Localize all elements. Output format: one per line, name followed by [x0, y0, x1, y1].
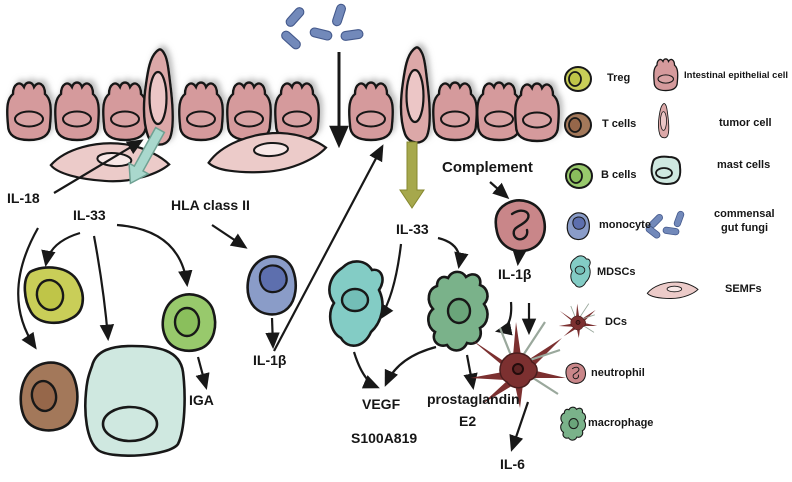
- arrow-il1b-curve-to-dc: [494, 301, 513, 336]
- legend-label-dcs: DCs: [605, 316, 628, 328]
- label-s100a819: S100A819: [351, 430, 418, 446]
- legend-label-b-cells: B cells: [601, 169, 637, 181]
- mast-cell: [84, 344, 186, 457]
- label-prostaglandin: prostaglandin: [427, 391, 520, 407]
- arrow-il33-to-treg: [41, 231, 81, 268]
- tumor-cell-icon: [657, 103, 670, 139]
- legend-label-mdscs: MDSCs: [597, 266, 636, 278]
- tumor-cell-right: [399, 46, 431, 144]
- t-cell: [19, 361, 79, 432]
- arrow-bcell-to-iga: [195, 356, 210, 390]
- label-il1b-left: IL-1β: [253, 352, 287, 368]
- monocyte-cell: [246, 255, 298, 316]
- legend-label-macrophage: macrophage: [588, 417, 654, 429]
- arrow-il1b-to-epithelium: [273, 144, 384, 352]
- arrow-il33-to-macrophage: [437, 236, 469, 270]
- epithelium-right: [348, 46, 560, 144]
- gut-fungi-icon: [279, 2, 365, 52]
- label-il1b-right: IL-1β: [498, 266, 532, 282]
- teal-arrow: [128, 126, 166, 185]
- arrow-hla-to-monocyte: [211, 224, 248, 249]
- label-il33-right: IL-33: [396, 221, 429, 237]
- b-cell-icon: [565, 163, 593, 189]
- legend-label-commensal: commensal: [714, 208, 775, 220]
- arrows: [17, 52, 537, 452]
- macrophage-icon: [560, 406, 587, 441]
- label-hla-class-ii: HLA class II: [171, 197, 250, 213]
- legend-label-epithelial-cell: Intestinal epithelial cell: [684, 70, 789, 81]
- label-il33-left: IL-33: [73, 207, 106, 223]
- label-il18: IL-18: [7, 190, 40, 206]
- treg-cell: [23, 266, 85, 325]
- macrophage-cell: [427, 270, 489, 352]
- legend-label-mast-cells: mast cells: [717, 159, 771, 171]
- arrow-dc-to-il6: [509, 401, 530, 452]
- legend-label-treg: Treg: [607, 72, 631, 84]
- label-complement: Complement: [442, 159, 533, 176]
- epithelial-cell-icon: [653, 58, 679, 92]
- semf-icon: [646, 281, 699, 299]
- monocyte-icon: [566, 212, 590, 241]
- legend-label-monocyte: monocyte: [599, 219, 651, 231]
- arrow-monocyte-to-il1b: [265, 317, 280, 350]
- mdsc-cell: [328, 260, 384, 348]
- label-vegf: VEGF: [362, 396, 401, 412]
- epithelium-left: [6, 48, 320, 146]
- label-iga: IGA: [189, 392, 214, 408]
- treg-cell-icon: [564, 66, 592, 92]
- label-il6: IL-6: [500, 456, 525, 472]
- b-cell: [161, 293, 217, 352]
- arrow-macrophage-to-pge2: [463, 354, 478, 391]
- legend-label-tumor-cell: tumor cell: [719, 117, 772, 129]
- arrow-complement-to-neutrophil: [489, 181, 510, 200]
- olive-arrow: [399, 141, 425, 209]
- mdsc-icon: [570, 255, 591, 288]
- arrow-neutrophil-to-il1b: [512, 248, 527, 267]
- arrow-il33-to-bcell: [116, 223, 193, 288]
- dendritic-cell-icon: [558, 303, 598, 339]
- arrow-epithelium-to-il18: [53, 139, 144, 194]
- arrow-mdsc-to-vegf: [352, 351, 380, 389]
- t-cell-icon: [564, 112, 592, 138]
- label-prostaglandin-e2: E2: [459, 413, 477, 429]
- legend-label-t-cells: T cells: [602, 118, 637, 130]
- legend-label-gut-fungi: gut fungi: [721, 222, 769, 234]
- legend-label-semfs: SEMFs: [725, 283, 762, 295]
- neutrophil-icon: [565, 362, 587, 384]
- arrow-macrophage-to-vegf: [384, 345, 437, 387]
- arrow-il33-to-mast: [92, 235, 115, 342]
- neutrophil-cell: [494, 199, 547, 253]
- legend-label-neutrophil: neutrophil: [591, 367, 645, 379]
- arrow-il18-to-tcell: [17, 227, 39, 350]
- mast-cell-icon: [650, 155, 682, 185]
